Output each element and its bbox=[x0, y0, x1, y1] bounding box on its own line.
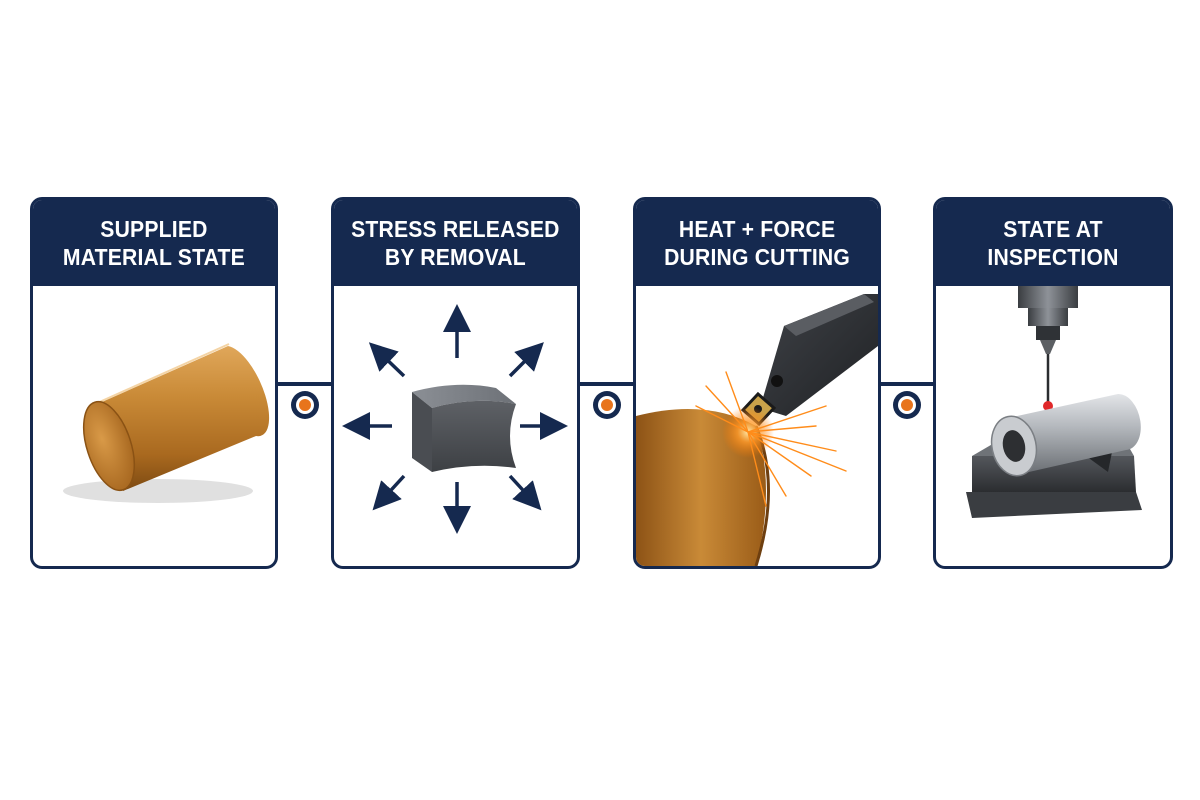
connector-line bbox=[881, 382, 933, 386]
stage-title: Heat + Force During Cutting bbox=[664, 215, 850, 270]
stage-header: Supplied Material State bbox=[33, 200, 275, 286]
connector-line bbox=[278, 382, 331, 386]
connector-line bbox=[580, 382, 633, 386]
stage-title: State at Inspection bbox=[987, 215, 1119, 270]
connector-node-icon bbox=[893, 391, 921, 419]
stage-card-stress-released: Stress Released by Removal bbox=[331, 197, 580, 569]
stage-card-heat-force: Heat + Force During Cutting bbox=[633, 197, 881, 569]
connector-node-icon bbox=[291, 391, 319, 419]
connector-node-icon bbox=[593, 391, 621, 419]
stress-release-block-icon bbox=[342, 304, 568, 534]
stage-title: Supplied Material State bbox=[62, 215, 246, 270]
stage-header: State at Inspection bbox=[936, 200, 1170, 286]
stage-header: Heat + Force During Cutting bbox=[636, 200, 878, 286]
stage-title: Stress Released by Removal bbox=[351, 215, 560, 270]
cmm-probe-tube-icon bbox=[966, 286, 1142, 518]
brass-cylinder-icon bbox=[63, 343, 270, 503]
arrow-up-right-icon bbox=[508, 342, 544, 378]
arrow-up-left-icon bbox=[368, 342, 406, 378]
arrow-down-right-icon bbox=[508, 474, 542, 511]
stage-card-supplied-material: Supplied Material State bbox=[30, 197, 278, 569]
arrow-down-left-icon bbox=[372, 474, 406, 511]
cutting-tool-sparks-icon bbox=[636, 294, 878, 566]
stage-card-inspection: State at Inspection bbox=[933, 197, 1173, 569]
stage-header: Stress Released by Removal bbox=[334, 200, 577, 286]
